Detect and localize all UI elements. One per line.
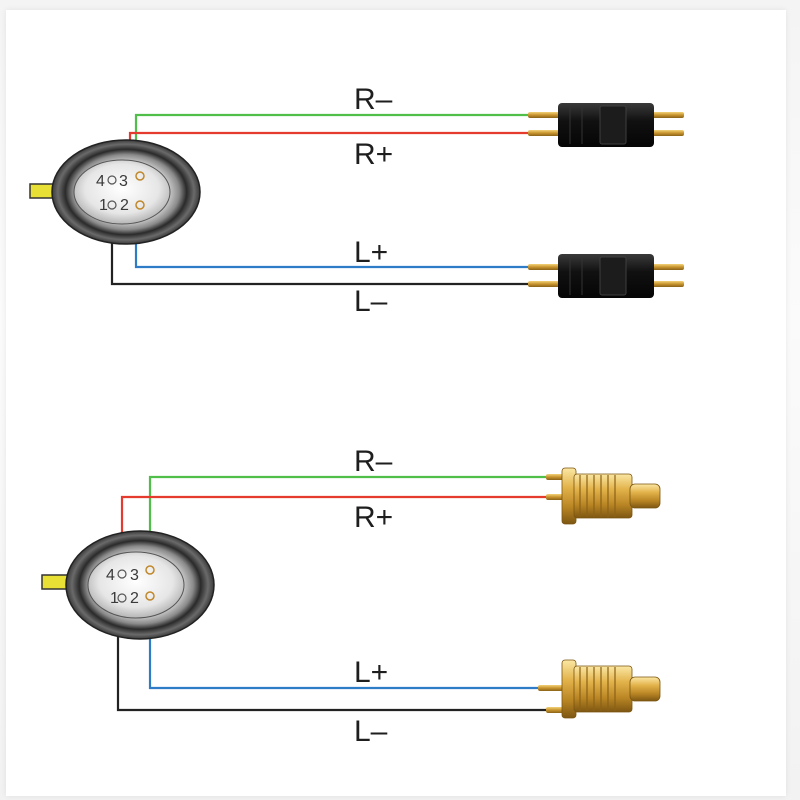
top-label-r-minus: R– — [354, 83, 393, 116]
bottom-l-plug — [538, 659, 661, 719]
top-wire-r-minus — [134, 113, 530, 176]
bottom-pin-4: 4 — [106, 567, 115, 584]
bottom-socket: 4 3 1 2 — [65, 530, 215, 640]
bottom-panel: 4 3 1 2 — [41, 445, 661, 748]
bottom-label-r-plus: R+ — [354, 501, 393, 534]
bottom-label-l-minus: L– — [354, 715, 388, 748]
top-label-l-plus: L+ — [354, 236, 388, 269]
bottom-pin-2: 2 — [130, 590, 139, 607]
top-label-r-plus: R+ — [354, 138, 393, 171]
top-pin-4: 4 — [96, 173, 105, 190]
top-wire-l-plus — [134, 203, 530, 269]
top-panel: 4 3 1 2 — [29, 83, 684, 318]
top-label-l-minus: L– — [354, 285, 388, 318]
top-socket: 4 3 1 2 — [51, 139, 201, 245]
top-pin-3: 3 — [119, 173, 128, 190]
bottom-label-r-minus: R– — [354, 445, 393, 478]
bottom-r-plug — [546, 467, 661, 525]
bottom-pin-1: 1 — [110, 590, 119, 607]
bottom-pin-3: 3 — [130, 567, 139, 584]
top-pin-2: 2 — [120, 197, 129, 214]
bottom-wire-r-minus — [148, 475, 548, 568]
top-pin-1: 1 — [99, 197, 108, 214]
top-r-plug — [528, 103, 684, 147]
bottom-label-l-plus: L+ — [354, 656, 388, 689]
bottom-wire-l-plus — [148, 596, 540, 690]
top-l-plug — [528, 254, 684, 298]
